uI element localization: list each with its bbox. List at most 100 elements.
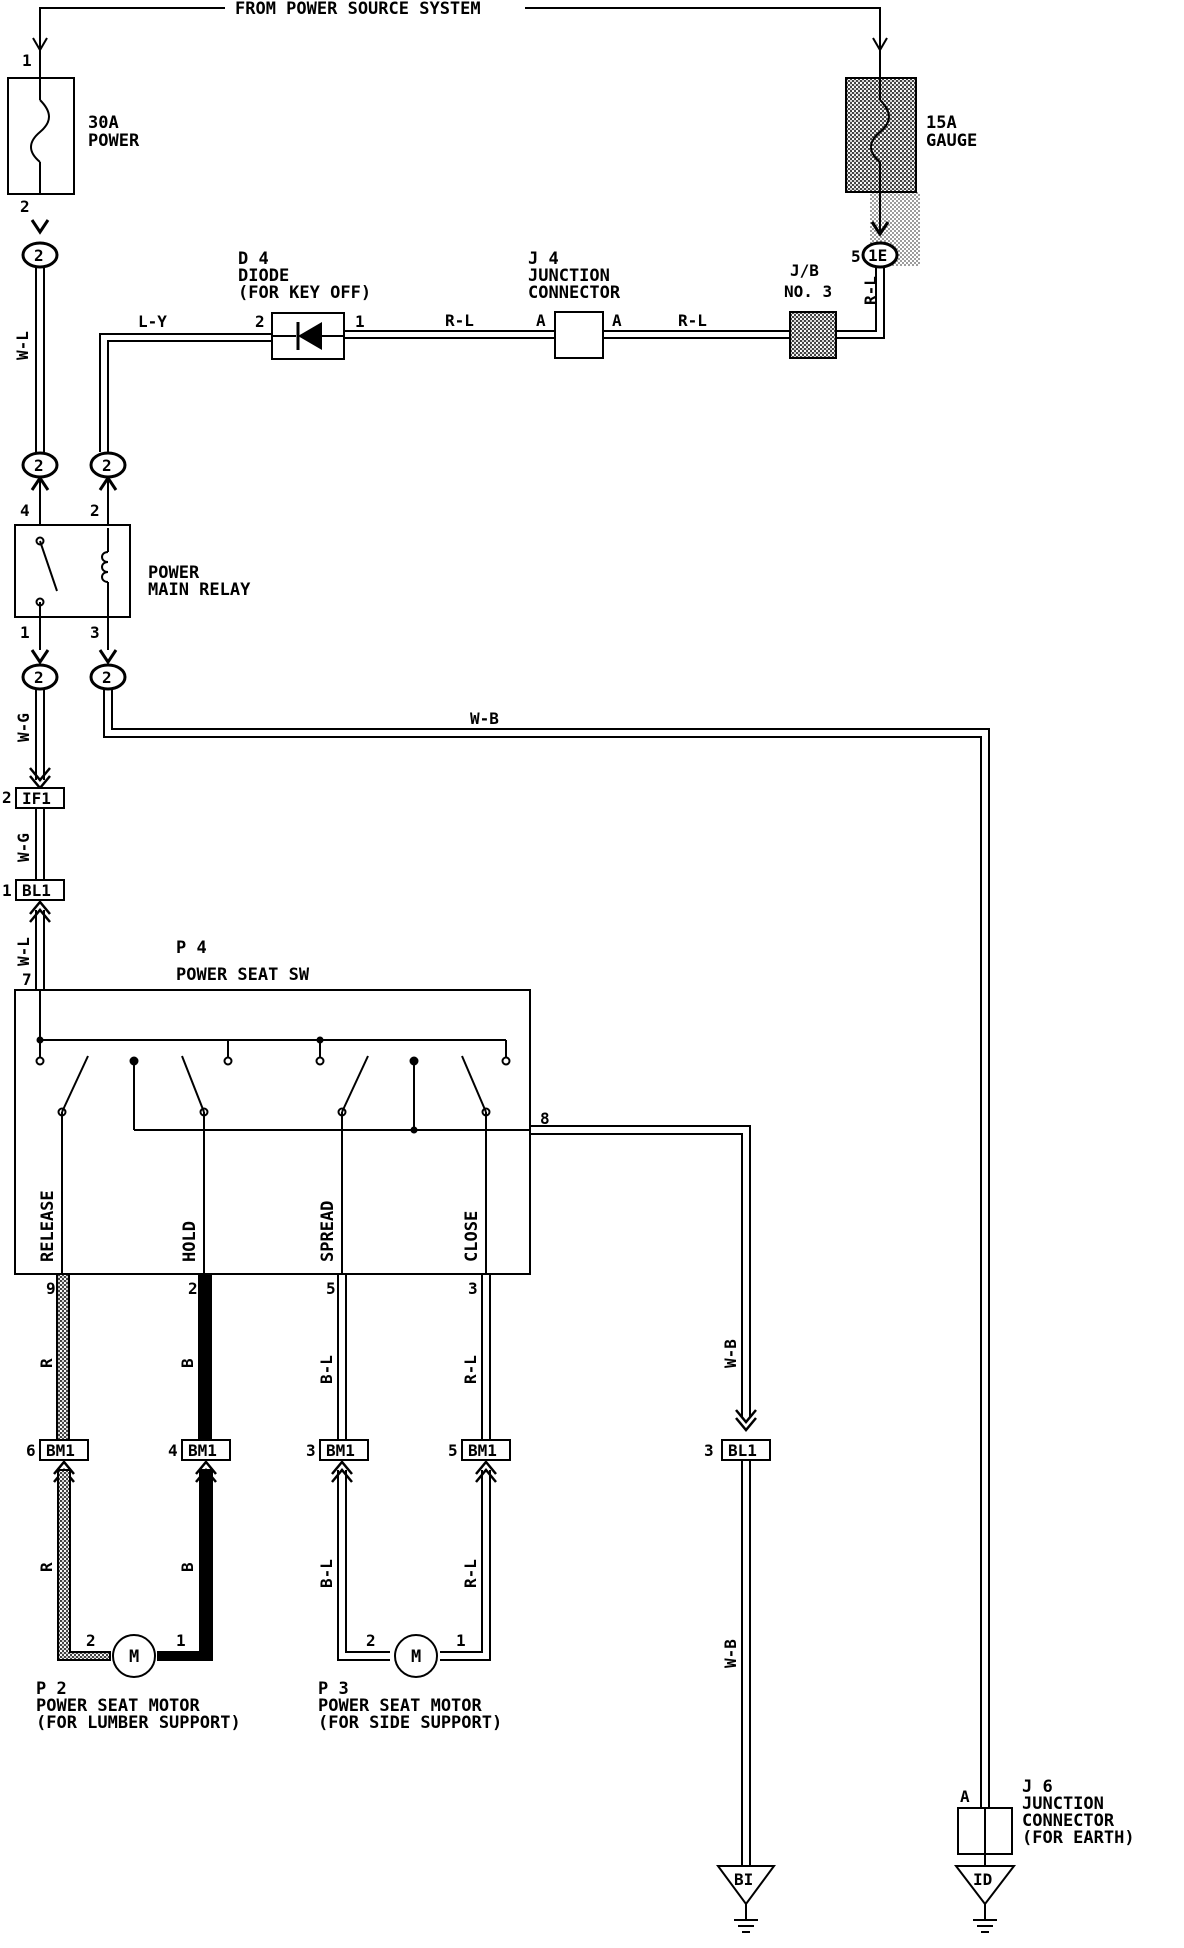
switch-pin-2: 2 — [188, 1279, 198, 1298]
wire-label-r-l-c: R-L — [861, 276, 880, 305]
wire-label-w-g-a: W-G — [14, 713, 33, 742]
motor-p3-line2: (FOR SIDE SUPPORT) — [318, 1713, 502, 1733]
bm1-pin-6: 6 — [26, 1441, 36, 1460]
wire-label-b-l-b: B-L — [317, 1559, 336, 1588]
connector-bl1-earth-label: BL1 — [728, 1441, 757, 1460]
motor-p3-pin-right: 1 — [456, 1631, 466, 1650]
connector-bm1-a-label: BM1 — [46, 1441, 75, 1460]
connector-1e-label: 1E — [868, 246, 887, 265]
wire-label-b-a: B — [178, 1358, 197, 1368]
fuse-15a-name: GAUGE — [926, 131, 977, 151]
wire-label-w-g-b: W-G — [14, 833, 33, 862]
wire-w-b-earth-right: W-B — [103, 689, 990, 1808]
wire-w-l-upper: 2 W-L 2 — [13, 219, 59, 528]
switch-pos-hold: HOLD — [180, 1221, 200, 1262]
fuse-15a: 15A GAUGE — [845, 50, 977, 266]
connector-2-d-label: 2 — [34, 668, 44, 687]
switch-pos-close: CLOSE — [462, 1211, 482, 1262]
earth-point-bi-label: BI — [734, 1870, 753, 1889]
diode-name: DIODE — [238, 266, 289, 286]
j6-line2: CONNECTOR — [1022, 1811, 1115, 1831]
connector-2-a — [21, 241, 59, 269]
wire-label-w-l: W-L — [13, 331, 32, 360]
wire-w-b-switch-earth: W-B 3 BL1 W-B BI — [530, 1125, 776, 1933]
connector-2-e — [89, 663, 127, 691]
earth-point-id — [953, 1865, 1017, 1906]
motor-p3-line1: POWER SEAT MOTOR — [318, 1696, 483, 1716]
relay-pin-tl: 4 — [20, 501, 30, 520]
bm1-pin-4: 4 — [168, 1441, 178, 1460]
switch-pos-spread: SPREAD — [318, 1201, 338, 1262]
wire-label-r-l-b: R-L — [678, 311, 707, 330]
motor-p2: 2 1 M P 2 POWER SEAT MOTOR (FOR LUMBER S… — [36, 1631, 241, 1733]
bm1-pin-5: 5 — [448, 1441, 458, 1460]
relay-line2: MAIN RELAY — [148, 580, 251, 600]
diode-pin-left: 2 — [255, 312, 265, 331]
wire-label-r-l-e: R-L — [461, 1559, 480, 1588]
motor-p2-symbol: M — [129, 1647, 139, 1667]
motor-p2-pin-right: 1 — [176, 1631, 186, 1650]
j4-ref: J 4 — [528, 249, 559, 269]
fuse-30a: 1 30A POWER 2 — [7, 50, 140, 216]
wire-label-w-b-b: W-B — [721, 1339, 740, 1368]
connector-bm1-b — [181, 1439, 231, 1461]
connector-bl1-earth — [721, 1439, 771, 1461]
connector-2-e-label: 2 — [102, 668, 112, 687]
wire-label-r-l-d: R-L — [461, 1355, 480, 1384]
wire-l-y: L-Y 2 — [89, 312, 272, 528]
j6-ref: J 6 — [1022, 1777, 1053, 1797]
junction-connector-j4 — [554, 311, 604, 359]
wire-label-b-l-a: B-L — [317, 1355, 336, 1384]
motor-p3-ref: P 3 — [318, 1679, 349, 1699]
wire-r-release: 9 R 6 BM1 R — [26, 1273, 111, 1661]
junction-block-no3 — [789, 311, 837, 359]
fuse-30a-pin-in: 1 — [22, 51, 32, 70]
if1-pin: 2 — [2, 788, 12, 807]
motor-p2-pin-left: 2 — [86, 1631, 96, 1650]
j6-line3: (FOR EARTH) — [1022, 1828, 1135, 1848]
diode-ref: D 4 — [238, 249, 269, 269]
switch-pin-9: 9 — [46, 1279, 56, 1298]
j4-line1: JUNCTION — [528, 266, 610, 286]
connector-bm1-c — [319, 1439, 369, 1461]
connector-2-c-label: 2 — [102, 456, 112, 475]
connector-bm1-c-label: BM1 — [326, 1441, 355, 1460]
switch-ref: P 4 — [176, 938, 207, 958]
bl1-earth-pin: 3 — [704, 1441, 714, 1460]
switch-name: POWER SEAT SW — [176, 965, 310, 985]
connector-1e — [861, 241, 899, 269]
wire-r-l-top: R-L A A R-L J 4 JUNCTION CONNECTOR J/B N… — [344, 221, 899, 359]
motor-p2-ref: P 2 — [36, 1679, 67, 1699]
bm1-pin-3: 3 — [306, 1441, 316, 1460]
motor-p3: 2 1 M P 3 POWER SEAT MOTOR (FOR SIDE SUP… — [318, 1631, 502, 1733]
earth-point-bi — [716, 1865, 776, 1906]
switch-pin-5: 5 — [326, 1279, 336, 1298]
relay-pin-br: 3 — [90, 623, 100, 642]
motor-p2-line2: (FOR LUMBER SUPPORT) — [36, 1713, 241, 1733]
bl1-top-pin: 1 — [2, 881, 12, 900]
switch-pos-release: RELEASE — [38, 1190, 58, 1262]
relay-pin-bl: 1 — [20, 623, 30, 642]
wire-label-w-b-c: W-B — [721, 1639, 740, 1668]
j6-line1: JUNCTION — [1022, 1794, 1104, 1814]
j4-pin-left: A — [536, 311, 546, 330]
wire-label-l-y: L-Y — [138, 312, 167, 331]
wire-w-g: W-G 2 IF1 W-G 1 BL1 W-L 7 — [2, 689, 65, 990]
j6-pin: A — [960, 1787, 970, 1806]
diode-note: (FOR KEY OFF) — [238, 283, 371, 303]
connector-if1 — [15, 787, 65, 809]
connector-bm1-b-label: BM1 — [188, 1441, 217, 1460]
connector-2-b-label: 2 — [34, 456, 44, 475]
jb-line1: J/B — [790, 261, 819, 280]
earth-point-id-label: ID — [973, 1870, 992, 1889]
wire-label-r-l-a: R-L — [445, 311, 474, 330]
fuse-30a-pin-out: 2 — [20, 197, 30, 216]
motor-p2-line1: POWER SEAT MOTOR — [36, 1696, 201, 1716]
relay-pin-tr: 2 — [90, 501, 100, 520]
j4-line2: CONNECTOR — [528, 283, 621, 303]
connector-bm1-d-label: BM1 — [468, 1441, 497, 1460]
wire-label-w-b-a: W-B — [470, 709, 499, 728]
power-source-feed: FROM POWER SOURCE SYSTEM — [32, 0, 888, 52]
source-label: FROM POWER SOURCE SYSTEM — [235, 0, 481, 19]
